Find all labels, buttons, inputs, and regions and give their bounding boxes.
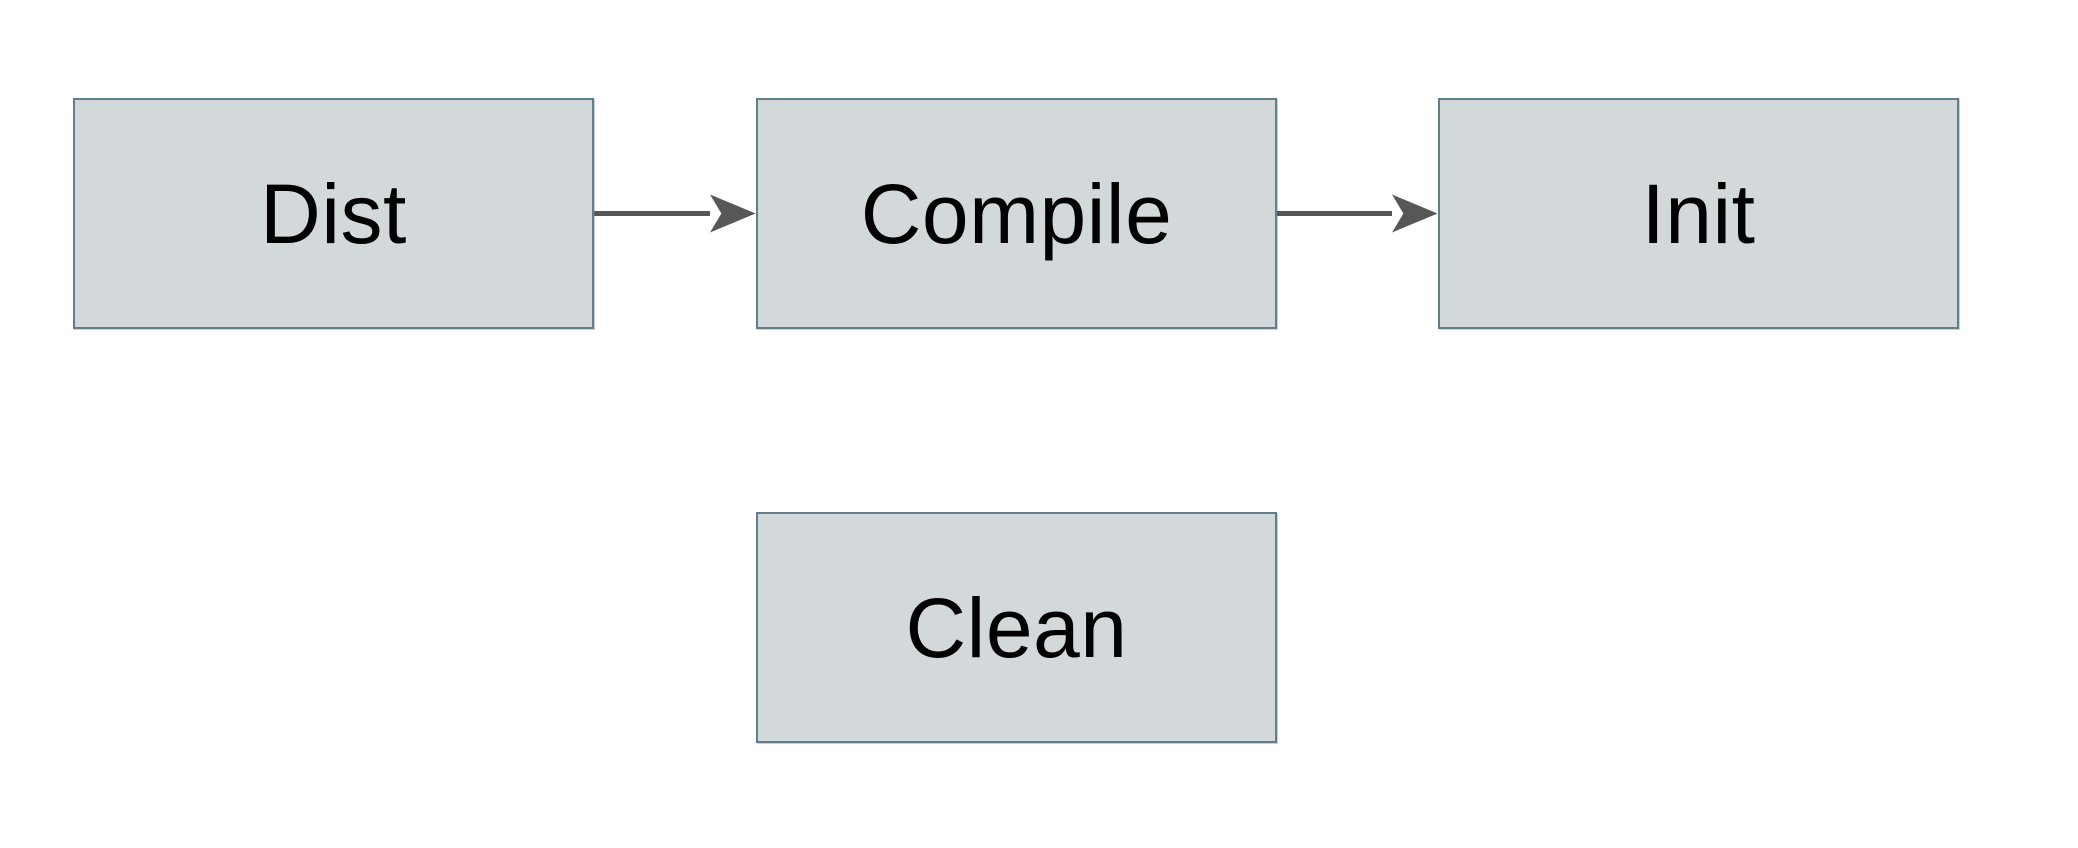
node-label: Init [1641,166,1756,261]
node-compile[interactable]: Compile [756,98,1277,329]
node-init[interactable]: Init [1438,98,1959,329]
node-dist[interactable]: Dist [73,98,594,329]
node-label: Clean [905,580,1128,675]
node-label: Compile [860,166,1173,261]
node-clean[interactable]: Clean [756,512,1277,743]
node-label: Dist [260,166,407,261]
